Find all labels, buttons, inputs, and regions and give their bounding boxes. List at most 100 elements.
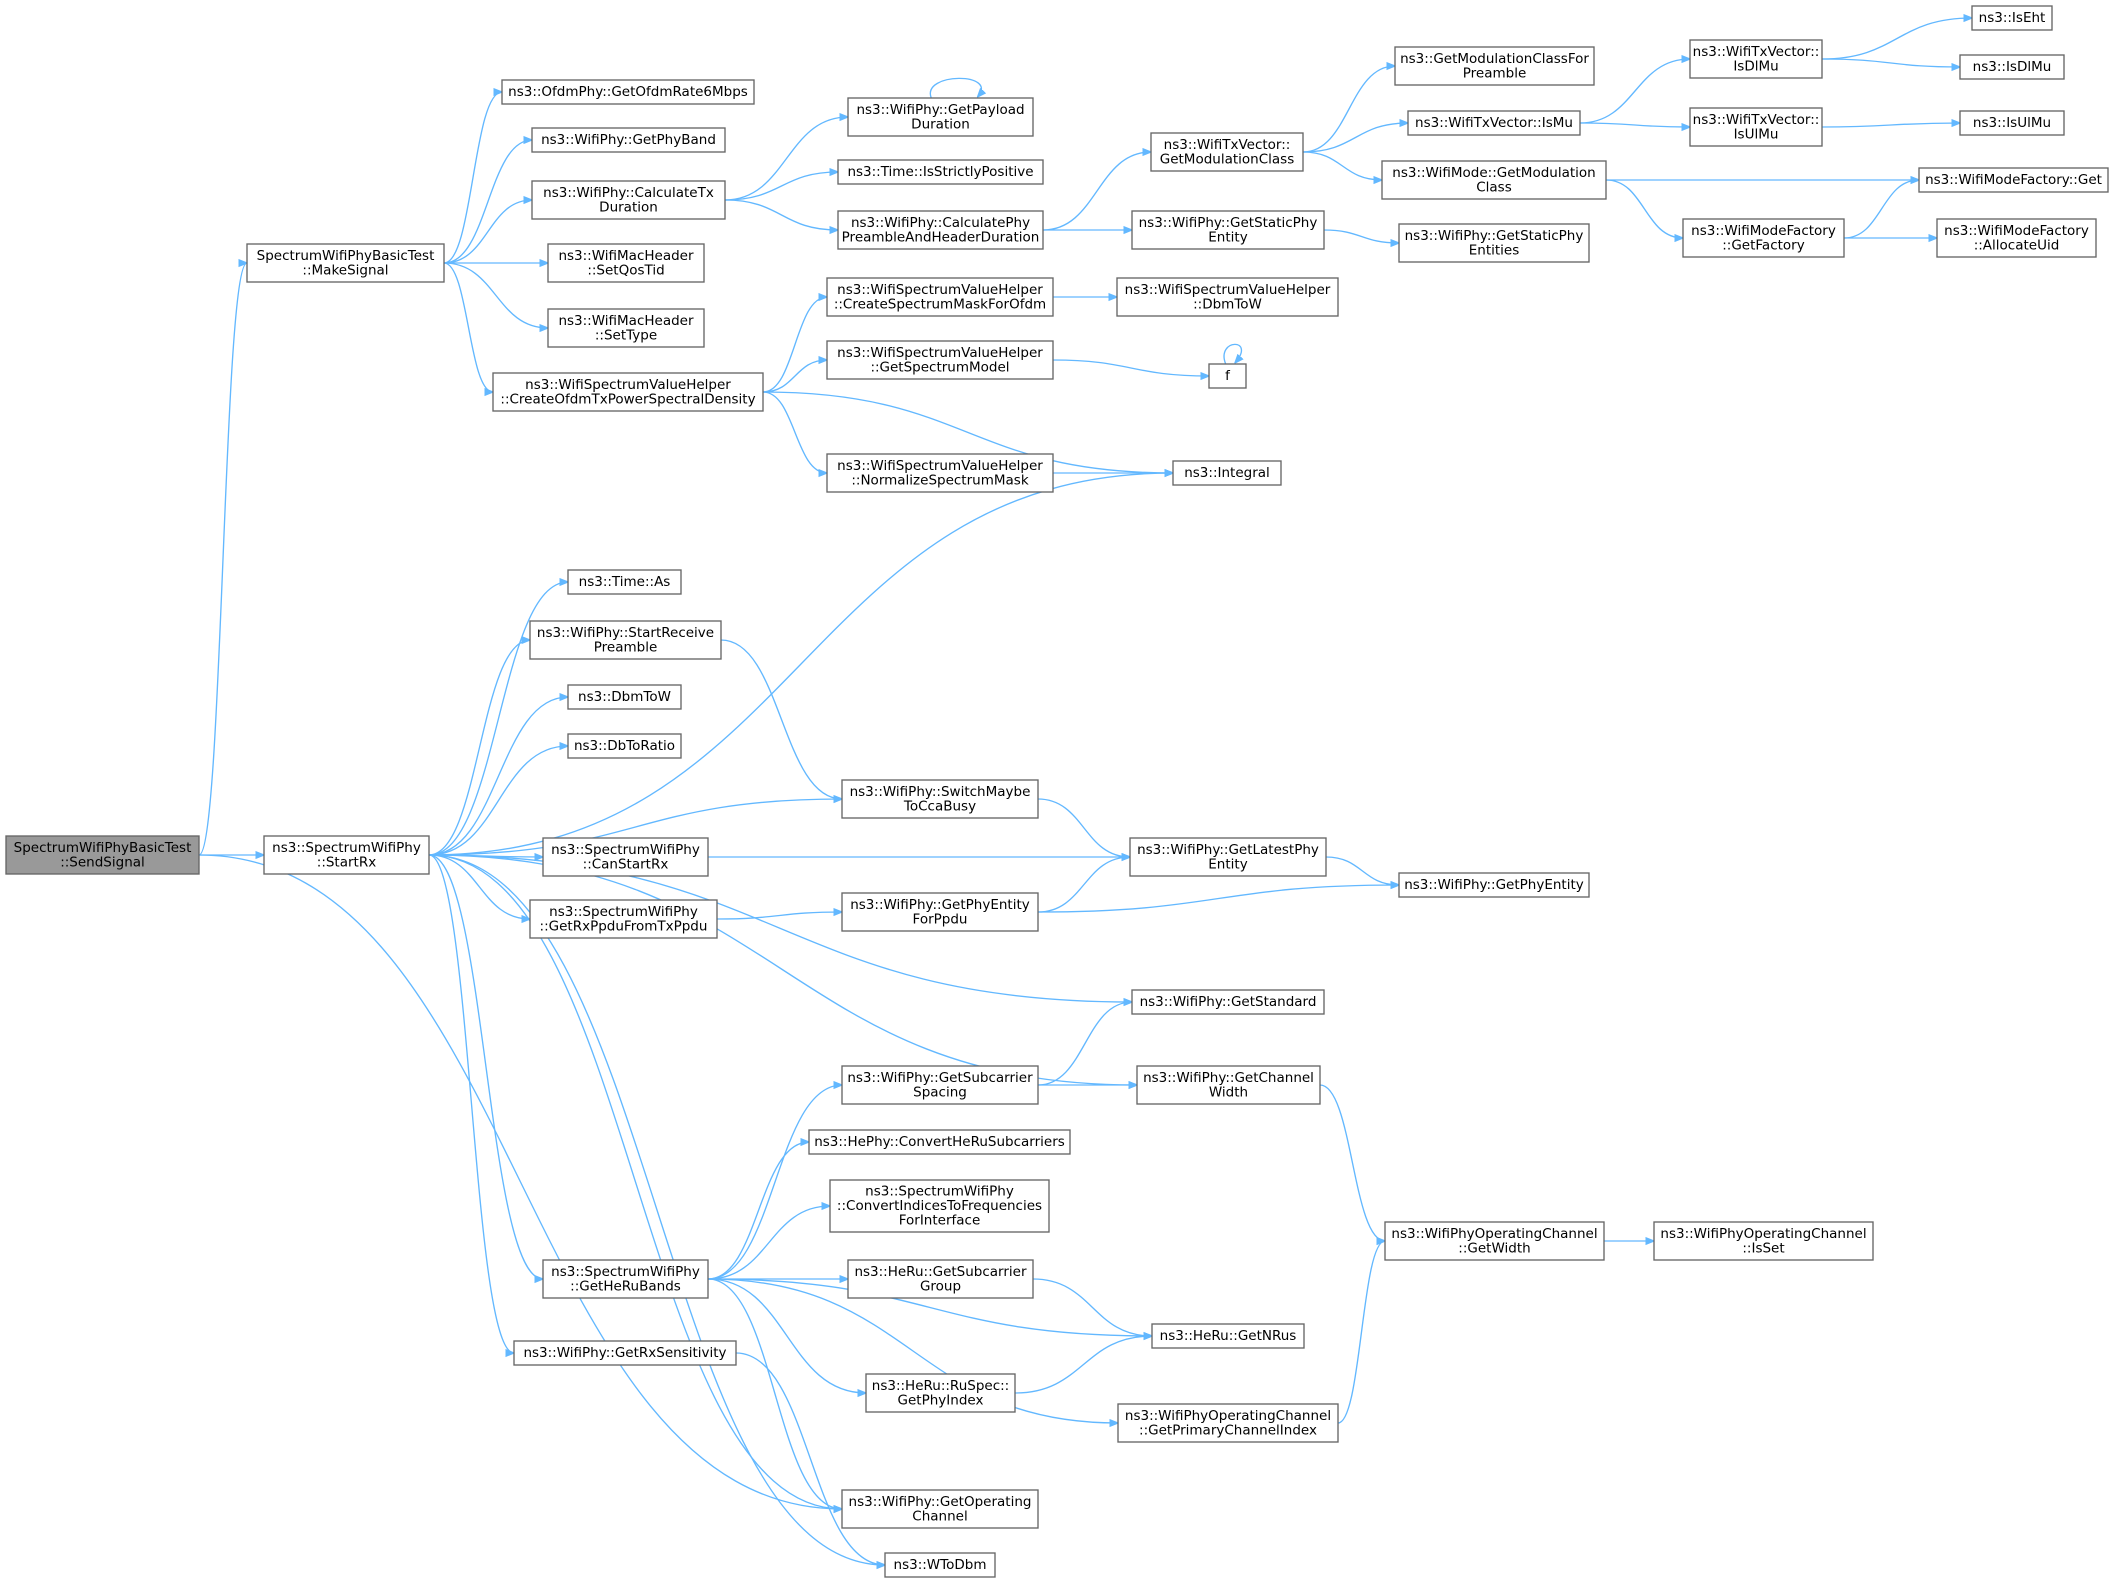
- node-timeas[interactable]: ns3::Time::As: [567, 569, 682, 595]
- node-label: ns3::WifiPhy::GetPhyBand: [541, 132, 716, 148]
- node-createofdm[interactable]: ns3::WifiSpectrumValueHelper::CreateOfdm…: [492, 372, 764, 412]
- node-label: ns3::WifiPhy::GetStaticPhy: [1405, 228, 1584, 244]
- node-box: [1116, 277, 1339, 317]
- edge-getherubands-to-getopch: [707, 1278, 842, 1509]
- node-isulmu[interactable]: ns3::IsUlMu: [1959, 110, 2065, 136]
- node-dbmtow-helper[interactable]: ns3::WifiSpectrumValueHelper::DbmToW: [1116, 277, 1339, 317]
- node-box: [1407, 110, 1581, 136]
- node-strictpos[interactable]: ns3::Time::IsStrictlyPositive: [837, 159, 1044, 185]
- node-alloc[interactable]: ns3::WifiModeFactory::AllocateUid: [1936, 218, 2097, 258]
- edge-calcpre-to-txmodclass: [1042, 152, 1151, 231]
- node-modegetmod[interactable]: ns3::WifiMode::GetModulationClass: [1381, 160, 1607, 200]
- node-txmodclass[interactable]: ns3::WifiTxVector::GetModulationClass: [1150, 132, 1304, 172]
- edge-line: [707, 1278, 1152, 1336]
- node-box: [1959, 54, 2065, 80]
- edge-line: [1323, 229, 1399, 243]
- node-label: ns3::WifiMacHeader: [558, 313, 694, 329]
- node-label: ns3::WifiPhy::GetPayload: [856, 102, 1024, 118]
- node-setqos[interactable]: ns3::WifiMacHeader::SetQosTid: [547, 243, 705, 283]
- node-label: ForInterface: [899, 1213, 981, 1229]
- edge-createofdm-to-integral: [762, 391, 1173, 473]
- edge-line: [1843, 180, 1919, 239]
- node-label: ns3::WifiPhy::CalculateTx: [543, 185, 714, 201]
- node-make[interactable]: SpectrumWifiPhyBasicTest::MakeSignal: [246, 243, 445, 283]
- edge-phyentityppdu-to-latestphy: [1037, 857, 1130, 913]
- node-label: ::ConvertIndicesToFrequencies: [837, 1198, 1042, 1214]
- node-wtodbm[interactable]: ns3::WToDbm: [884, 1552, 996, 1578]
- node-isdlmu-v[interactable]: ns3::WifiTxVector::IsDlMu: [1689, 39, 1823, 79]
- node-label: ::AllocateUid: [1974, 237, 2060, 253]
- edge-line: [1302, 66, 1395, 153]
- node-rxsens[interactable]: ns3::WifiPhy::GetRxSensitivity: [513, 1340, 737, 1366]
- node-getfactory[interactable]: ns3::WifiModeFactory::GetFactory: [1682, 218, 1845, 258]
- node-getrxppdu[interactable]: ns3::SpectrumWifiPhy::GetRxPpduFromTxPpd…: [529, 899, 718, 939]
- node-integral[interactable]: ns3::Integral: [1172, 460, 1282, 486]
- edge-line: [707, 1085, 842, 1280]
- node-label: ns3::IsDlMu: [1973, 59, 2052, 75]
- node-box: [1131, 989, 1325, 1015]
- node-iseht[interactable]: ns3::IsEht: [1971, 5, 2053, 31]
- node-box: [808, 1129, 1071, 1155]
- node-getnrus[interactable]: ns3::HeRu::GetNRus: [1151, 1323, 1305, 1349]
- node-startrx[interactable]: ns3::SpectrumWifiPhy::StartRx: [263, 835, 430, 875]
- edge-startrx-to-switch: [428, 799, 842, 856]
- edge-line: [198, 854, 842, 1509]
- node-getherubands[interactable]: ns3::SpectrumWifiPhy::GetHeRuBands: [542, 1259, 709, 1299]
- node-box: [837, 159, 1044, 185]
- node-normalize[interactable]: ns3::WifiSpectrumValueHelper::NormalizeS…: [826, 453, 1054, 493]
- edge-line: [428, 854, 1137, 1085]
- node-dbtoratio[interactable]: ns3::DbToRatio: [567, 733, 682, 759]
- node-convertheru[interactable]: ns3::HePhy::ConvertHeRuSubcarriers: [808, 1129, 1071, 1155]
- node-isulmu-v[interactable]: ns3::WifiTxVector::IsUlMu: [1689, 107, 1823, 147]
- node-label: ns3::WifiSpectrumValueHelper: [837, 282, 1043, 298]
- edge-line: [1821, 123, 1960, 128]
- node-convertidx[interactable]: ns3::SpectrumWifiPhy::ConvertIndicesToFr…: [829, 1179, 1050, 1233]
- node-isdlmu[interactable]: ns3::IsDlMu: [1959, 54, 2065, 80]
- edge-createofdm-to-getspecmodel: [762, 360, 827, 393]
- node-ismu[interactable]: ns3::WifiTxVector::IsMu: [1407, 110, 1581, 136]
- node-box: [1117, 1403, 1339, 1443]
- node-label: ns3::WifiModeFactory: [1944, 223, 2089, 239]
- node-box: [826, 340, 1054, 380]
- node-send[interactable]: SpectrumWifiPhyBasicTest::SendSignal: [5, 835, 200, 875]
- edge-line: [428, 697, 568, 856]
- node-box: [1151, 1323, 1305, 1349]
- edge-txmodclass-to-ismu: [1302, 123, 1408, 153]
- edge-rusgetphy-to-getnrus: [1014, 1336, 1152, 1394]
- node-f[interactable]: f: [1208, 363, 1247, 389]
- node-getspecmodel[interactable]: ns3::WifiSpectrumValueHelper::GetSpectru…: [826, 340, 1054, 380]
- node-getstandard[interactable]: ns3::WifiPhy::GetStandard: [1131, 989, 1325, 1015]
- node-rusgetphy[interactable]: ns3::HeRu::RuSpec::GetPhyIndex: [865, 1373, 1016, 1413]
- node-isset[interactable]: ns3::WifiPhyOperatingChannel::IsSet: [1653, 1221, 1874, 1261]
- node-getphyentity[interactable]: ns3::WifiPhy::GetPhyEntity: [1398, 872, 1590, 898]
- edge-line: [428, 473, 1173, 856]
- edge-line: [1579, 59, 1690, 124]
- node-dbmtow[interactable]: ns3::DbmToW: [567, 684, 682, 710]
- node-primaryidx[interactable]: ns3::WifiPhyOperatingChannel::GetPrimary…: [1117, 1403, 1339, 1443]
- node-canstart[interactable]: ns3::SpectrumWifiPhy::CanStartRx: [542, 837, 709, 877]
- node-createmask[interactable]: ns3::WifiSpectrumValueHelper::CreateSpec…: [826, 277, 1054, 317]
- node-box: [1208, 363, 1247, 389]
- node-box: [1653, 1221, 1874, 1261]
- node-opwidth[interactable]: ns3::WifiPhyOperatingChannel::GetWidth: [1384, 1221, 1605, 1261]
- node-ofdm6[interactable]: ns3::OfdmPhy::GetOfdmRate6Mbps: [501, 79, 755, 105]
- node-label: ns3::DbmToW: [578, 689, 671, 705]
- node-getphyband[interactable]: ns3::WifiPhy::GetPhyBand: [531, 127, 726, 153]
- node-factoryget[interactable]: ns3::WifiModeFactory::Get: [1918, 167, 2109, 193]
- node-settype[interactable]: ns3::WifiMacHeader::SetType: [547, 308, 705, 348]
- node-calcpre[interactable]: ns3::WifiPhy::CalculatePhyPreambleAndHea…: [837, 210, 1044, 250]
- node-label: Spacing: [913, 1084, 967, 1100]
